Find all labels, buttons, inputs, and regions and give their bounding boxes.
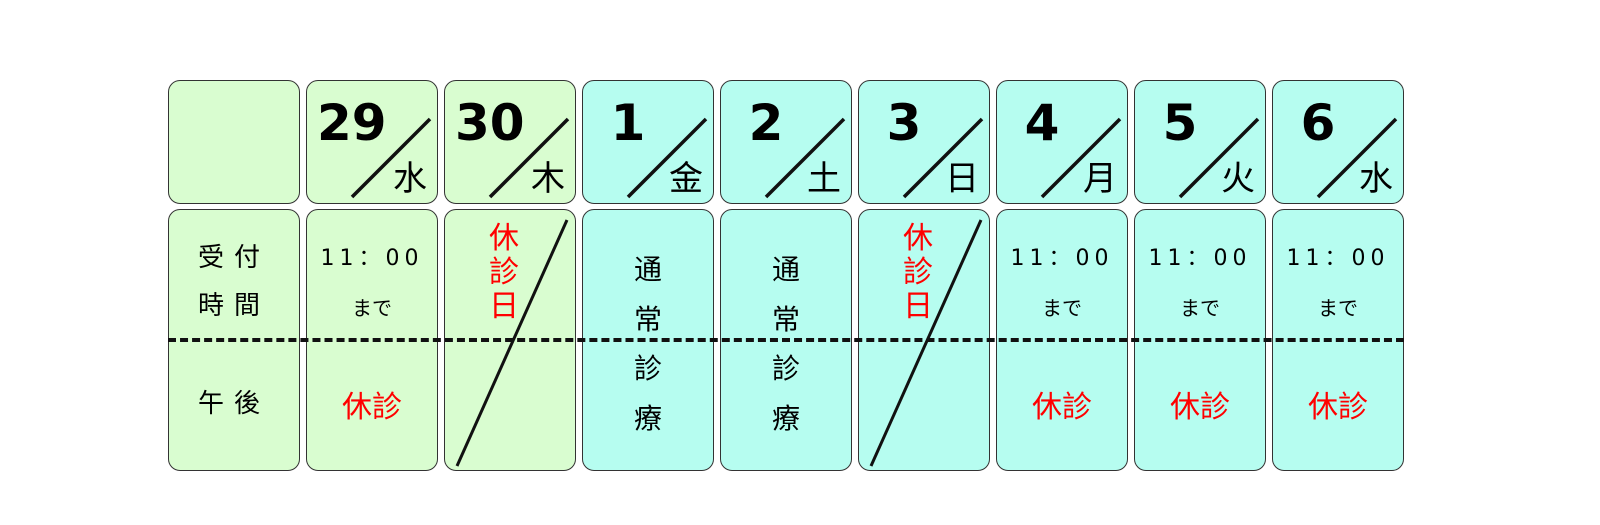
corner-header-cell (168, 80, 300, 204)
reception-until-text: まで (1180, 296, 1220, 320)
reception-until-text: まで (1318, 296, 1358, 320)
closed-day-text: 休 診 日 (903, 221, 933, 324)
afternoon-closed-text: 休診 (1170, 390, 1230, 425)
date-number: 1 (610, 94, 646, 152)
reception-time-label: 受付 時間 (197, 243, 270, 321)
reception-end-time: 11：00 (320, 246, 424, 271)
weekday-label: 土 (807, 159, 841, 199)
normal-top-block: 通 常 (583, 210, 713, 340)
date-number: 30 (455, 94, 525, 152)
date-slash-mark (902, 117, 984, 199)
date-number: 4 (1024, 94, 1060, 152)
date-number: 3 (886, 94, 922, 152)
weekday-label: 金 (669, 159, 703, 199)
weekday-label: 水 (1359, 159, 1393, 199)
normal-bottom-block: 診 療 (721, 340, 851, 470)
afternoon-block: 休診 (1135, 340, 1265, 470)
date-number: 2 (748, 94, 784, 152)
reception-until-text: まで (352, 296, 392, 320)
afternoon-label: 午後 (197, 389, 270, 419)
date-number: 6 (1300, 94, 1336, 152)
row-divider-line (168, 338, 1404, 342)
date-slash-mark (350, 117, 432, 199)
reception-block: 11：00 まで (997, 210, 1127, 340)
afternoon-block: 休診 (307, 340, 437, 470)
normal-service-label-bottom: 診 療 (633, 352, 662, 435)
weekday-label: 月 (1083, 159, 1117, 199)
afternoon-closed-text: 休診 (1308, 390, 1368, 425)
reception-block: 11：00 まで (1273, 210, 1403, 340)
normal-service-label-bottom: 診 療 (771, 352, 800, 435)
date-slash-mark (626, 117, 708, 199)
afternoon-block: 休診 (997, 340, 1127, 470)
weekday-label: 木 (531, 159, 565, 199)
normal-service-label-top: 通 常 (771, 253, 800, 336)
date-slash-mark (1316, 117, 1398, 199)
closed-day-slash-mark (455, 219, 569, 467)
weekday-label: 水 (393, 159, 427, 199)
normal-service-label-top: 通 常 (633, 253, 662, 336)
afternoon-closed-text: 休診 (342, 390, 402, 425)
afternoon-block: 休診 (1273, 340, 1403, 470)
date-slash-mark (488, 117, 570, 199)
date-number: 29 (317, 94, 387, 152)
reception-end-time: 11：00 (1148, 246, 1252, 271)
date-number: 5 (1162, 94, 1198, 152)
normal-top-block: 通 常 (721, 210, 851, 340)
date-slash-mark (1040, 117, 1122, 199)
normal-bottom-block: 診 療 (583, 340, 713, 470)
afternoon-closed-text: 休診 (1032, 390, 1092, 425)
reception-end-time: 11：00 (1010, 246, 1114, 271)
reception-end-time: 11：00 (1286, 246, 1390, 271)
weekday-label: 日 (945, 159, 979, 199)
date-slash-mark (764, 117, 846, 199)
reception-until-text: まで (1042, 296, 1082, 320)
weekday-label: 火 (1221, 159, 1255, 199)
date-slash-mark (1178, 117, 1260, 199)
closed-day-text: 休 診 日 (489, 221, 519, 324)
closed-day-slash-mark (869, 219, 983, 467)
reception-block: 11：00 まで (307, 210, 437, 340)
reception-block: 11：00 まで (1135, 210, 1265, 340)
